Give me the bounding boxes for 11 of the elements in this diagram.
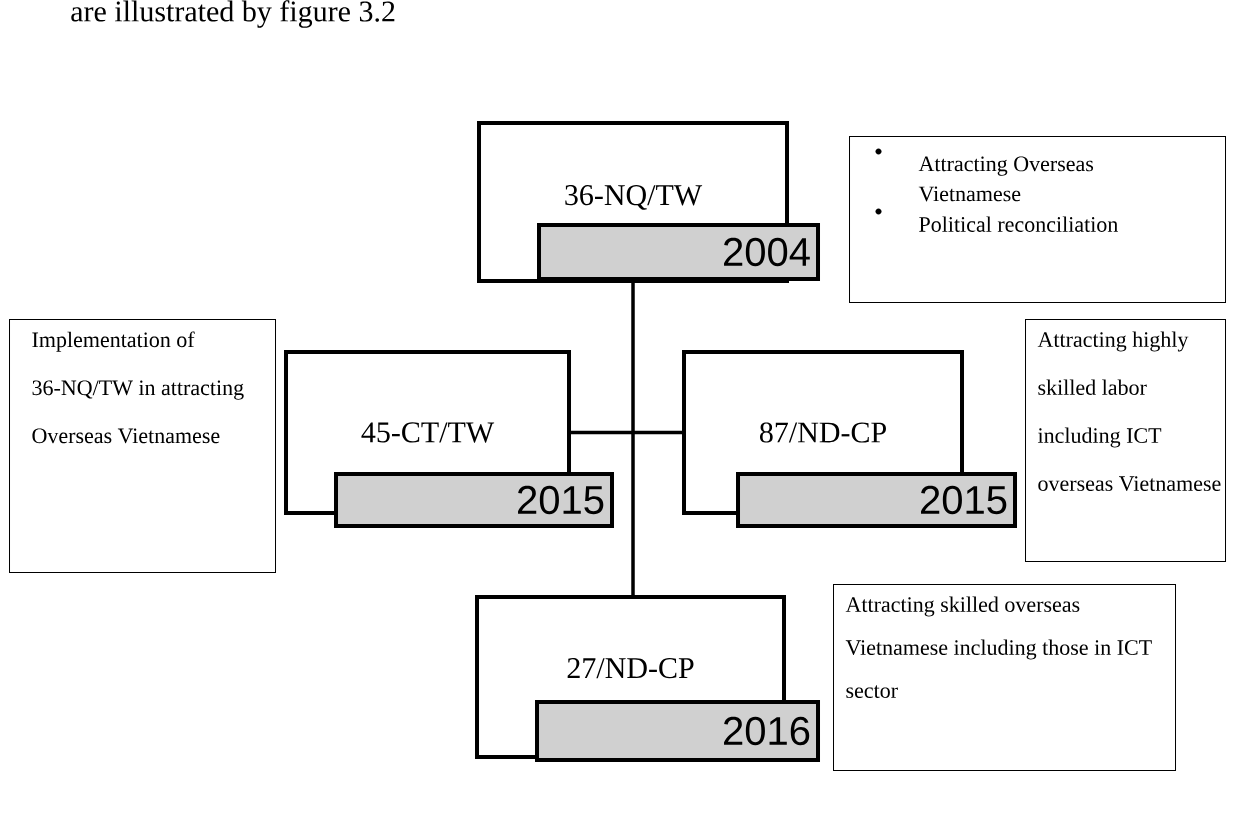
year-band: 2015: [334, 472, 614, 528]
note-box: Attracting skilled overseas Vietnamese including those in ICT sector: [833, 584, 1176, 771]
year-band: 2016: [535, 700, 820, 762]
connector-line: [631, 283, 635, 595]
note-box: Attracting Overseas Vietnamese Political reconciliation: [849, 136, 1226, 303]
year-band: 2015: [736, 472, 1017, 528]
year-band: 2004: [537, 223, 820, 281]
note-box: Implementation of 36-NQ/TW in attracting Overseas Vietnamese: [9, 319, 276, 573]
caption-text: are illustrated by figure 3.2: [71, 0, 395, 28]
note-box: Attracting highly skilled labor including ICT overseas Vietnamese: [1025, 319, 1226, 562]
connector-line: [571, 430, 682, 435]
